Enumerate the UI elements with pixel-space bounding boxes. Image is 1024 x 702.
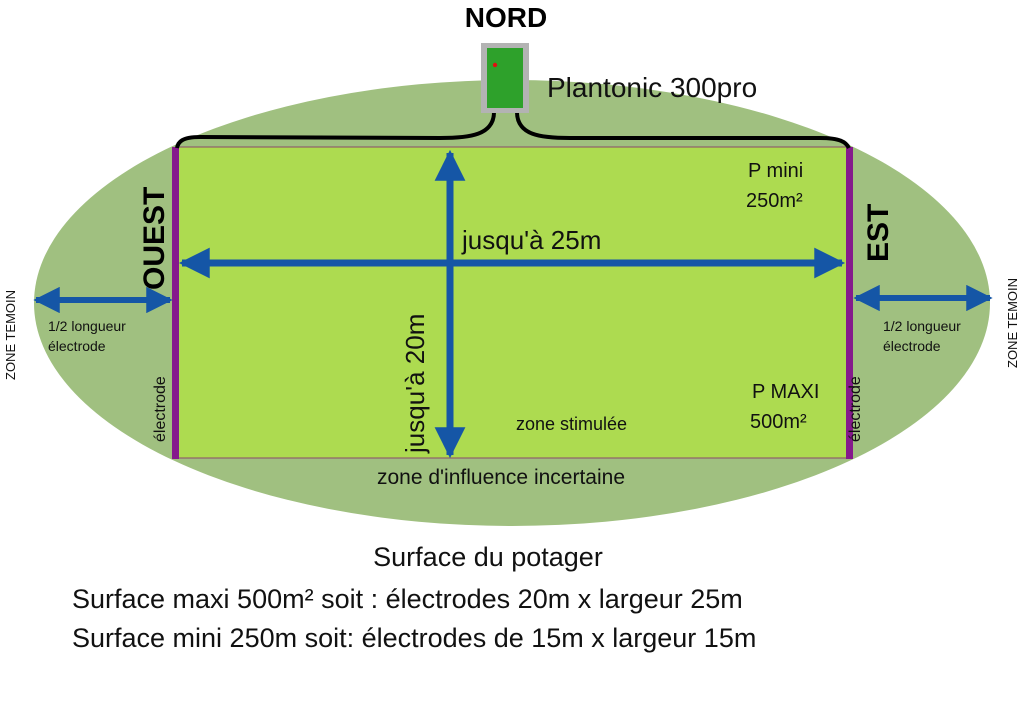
- cable-west: [175, 111, 496, 149]
- power-mini-label: P mini 250m²: [746, 156, 803, 216]
- electrode-west: [172, 147, 179, 459]
- north-label: NORD: [464, 2, 548, 33]
- length-dimension-label: jusqu'à 20m: [400, 313, 430, 453]
- cable-east: [515, 111, 851, 150]
- device-label: Plantonic 300pro: [547, 72, 758, 103]
- half-length-west-line2: électrode: [48, 338, 106, 354]
- half-length-east-label: 1/2 longueur électrode: [883, 316, 961, 356]
- device-body: [487, 48, 523, 108]
- half-length-east-line1: 1/2 longueur: [883, 318, 961, 334]
- half-length-west-line1: 1/2 longueur: [48, 318, 126, 334]
- control-zone-right-label: ZONE TEMOIN: [1005, 277, 1020, 368]
- control-zone-left-label: ZONE TEMOIN: [3, 289, 18, 380]
- uncertain-zone-label: zone d'influence incertaine: [376, 466, 625, 489]
- west-label: OUEST: [138, 186, 171, 290]
- electrode-east-label: électrode: [847, 376, 864, 442]
- power-mini-area: 250m²: [746, 190, 803, 212]
- stimulated-zone-label: zone stimulée: [516, 414, 628, 434]
- power-maxi-label: P MAXI 500m²: [750, 377, 819, 437]
- east-label: EST: [862, 203, 895, 262]
- device-led-icon: [492, 62, 498, 68]
- caption-mini-line: Surface mini 250m soit: électrodes de 15…: [72, 623, 757, 653]
- power-maxi-title: P MAXI: [752, 381, 820, 403]
- caption-maxi-line: Surface maxi 500m² soit : électrodes 20m…: [72, 584, 743, 614]
- caption-title: Surface du potager: [373, 542, 603, 572]
- half-length-east-line2: électrode: [883, 338, 941, 354]
- electrode-east: [846, 147, 853, 459]
- electrode-west-label: électrode: [152, 376, 169, 442]
- width-dimension-label: jusqu'à 25m: [462, 225, 602, 255]
- power-mini-title: P mini: [748, 160, 804, 182]
- power-maxi-area: 500m²: [750, 411, 807, 433]
- half-length-west-label: 1/2 longueur électrode: [48, 316, 126, 356]
